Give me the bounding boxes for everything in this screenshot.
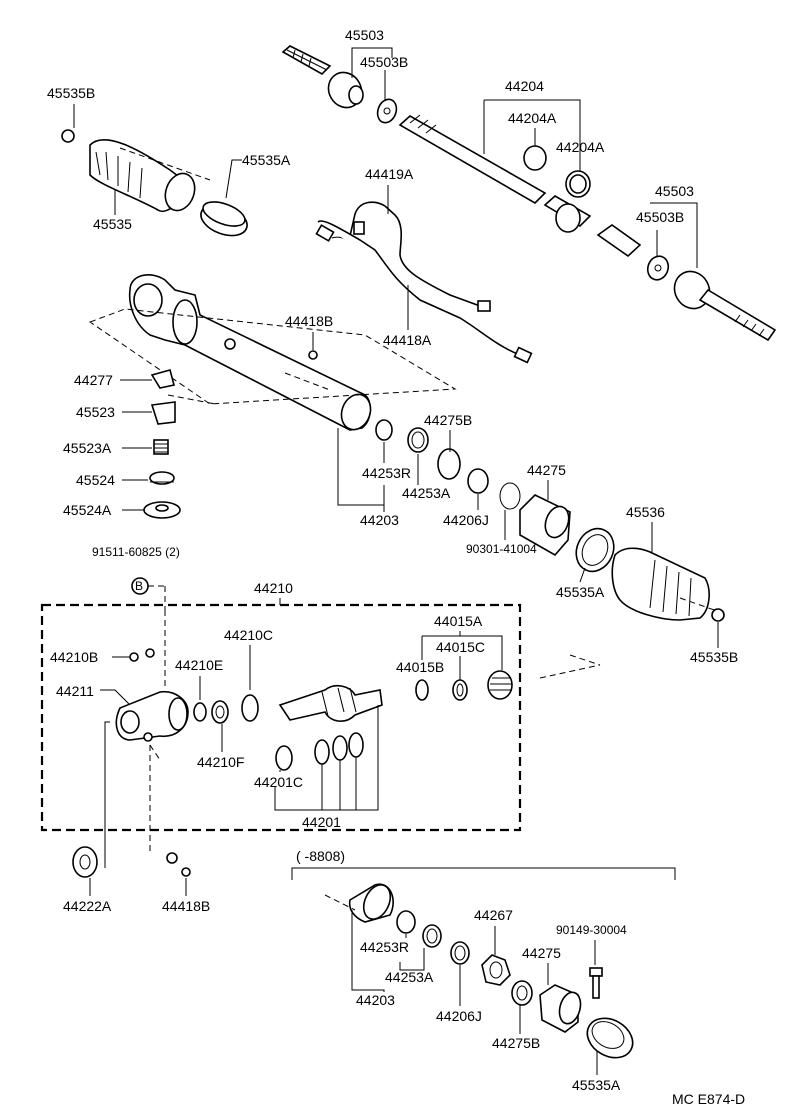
label-44210: 44210 <box>254 580 293 596</box>
label-45535b-bottom: 45535B <box>690 649 738 665</box>
label-44277: 44277 <box>74 372 113 388</box>
label-44206j-bottom: 44206J <box>436 1008 482 1024</box>
label-44204: 44204 <box>505 78 544 94</box>
label-44418b-bottom: 44418B <box>162 898 210 914</box>
range-note: ( -8808) <box>296 848 345 864</box>
label-44253a-bottom: 44253A <box>385 969 434 985</box>
bolt-91511: 91511-60825 (2) B <box>92 545 180 610</box>
boot-left-assembly: 45535B 45535 45535A <box>47 85 291 237</box>
label-44206j-top: 44206J <box>443 512 489 528</box>
label-45535a-top: 45535A <box>242 152 291 168</box>
label-91511: 91511-60825 (2) <box>92 545 180 559</box>
label-44418a: 44418A <box>383 332 432 348</box>
label-45503b: 45503B <box>360 54 408 70</box>
label-45535: 45535 <box>93 216 132 232</box>
lower-seal-group: ( -8808) 44253R 44253A 44203 44206J 4426… <box>291 848 676 1093</box>
label-90149: 90149-30004 <box>556 923 627 937</box>
label-45524: 45524 <box>76 472 115 488</box>
label-45535a-bottom: 45535A <box>572 1077 621 1093</box>
boot-right-assembly: 45536 45535A 45535B <box>556 504 738 665</box>
pressure-tubes: 44419A 44418A <box>315 166 533 364</box>
label-45535b-top: 45535B <box>47 85 95 101</box>
label-45535a-mid: 45535A <box>556 584 605 600</box>
label-90301: 90301-41004 <box>466 542 537 556</box>
label-44201c: 44201C <box>254 774 303 790</box>
label-45536: 45536 <box>626 504 665 520</box>
valve-assembly-44210: 44210 44015A 44015C 44015B 44210C 44210B… <box>40 580 601 832</box>
label-44210e: 44210E <box>175 657 223 673</box>
label-44418b-top: 44418B <box>285 313 333 329</box>
label-44203-top: 44203 <box>360 512 399 528</box>
label-44253a-top: 44253A <box>402 485 451 501</box>
svg-text:B: B <box>135 579 143 593</box>
rack-44204: 44204 44204A 44204A <box>398 78 642 258</box>
lower-left-parts: 44222A 44418B <box>63 721 210 914</box>
label-44015c: 44015C <box>436 639 485 655</box>
label-45503-top: 45503 45503B <box>345 27 408 100</box>
label-44275-bottom: 44275 <box>522 945 561 961</box>
label-45523: 45523 <box>76 404 115 420</box>
label-44201: 44201 <box>302 814 341 830</box>
label-44015b: 44015B <box>396 659 444 675</box>
label-44253r-bottom: 44253R <box>360 939 409 955</box>
label-44211: 44211 <box>56 683 94 699</box>
rack-housing: 44418B <box>88 274 457 431</box>
tie-rod-end-left <box>281 45 398 124</box>
label-44210f: 44210F <box>197 754 244 770</box>
rack-end-seals-top: 44275B 44253R 44253A 44203 44206J 44275 … <box>337 412 571 557</box>
label-45503: 45503 <box>345 27 384 43</box>
label-45503-right: 45503 <box>655 183 694 199</box>
label-44275-top: 44275 <box>527 462 566 478</box>
label-44203-bottom: 44203 <box>356 992 395 1008</box>
label-44267: 44267 <box>474 907 513 923</box>
label-44253r-top: 44253R <box>362 465 411 481</box>
label-45503b-right: 45503B <box>636 209 684 225</box>
label-45523a: 45523A <box>63 440 112 456</box>
label-45524a: 45524A <box>63 502 112 518</box>
label-44015a: 44015A <box>434 613 483 629</box>
label-44210c: 44210C <box>224 627 273 643</box>
label-44204a-1: 44204A <box>508 110 557 126</box>
label-44275b-bottom: 44275B <box>492 1035 540 1051</box>
diagram-code: MC E874-D <box>672 1091 745 1107</box>
label-44210b: 44210B <box>50 649 98 665</box>
label-44222a: 44222A <box>63 898 112 914</box>
rack-guide-parts: 44277 45523 45523A 45524 45524A <box>63 369 216 519</box>
label-44204a-2: 44204A <box>556 139 605 155</box>
label-44419a: 44419A <box>365 166 414 182</box>
tie-rod-end-right: 45503 45503B <box>636 183 777 342</box>
label-44275b-top: 44275B <box>424 412 472 428</box>
